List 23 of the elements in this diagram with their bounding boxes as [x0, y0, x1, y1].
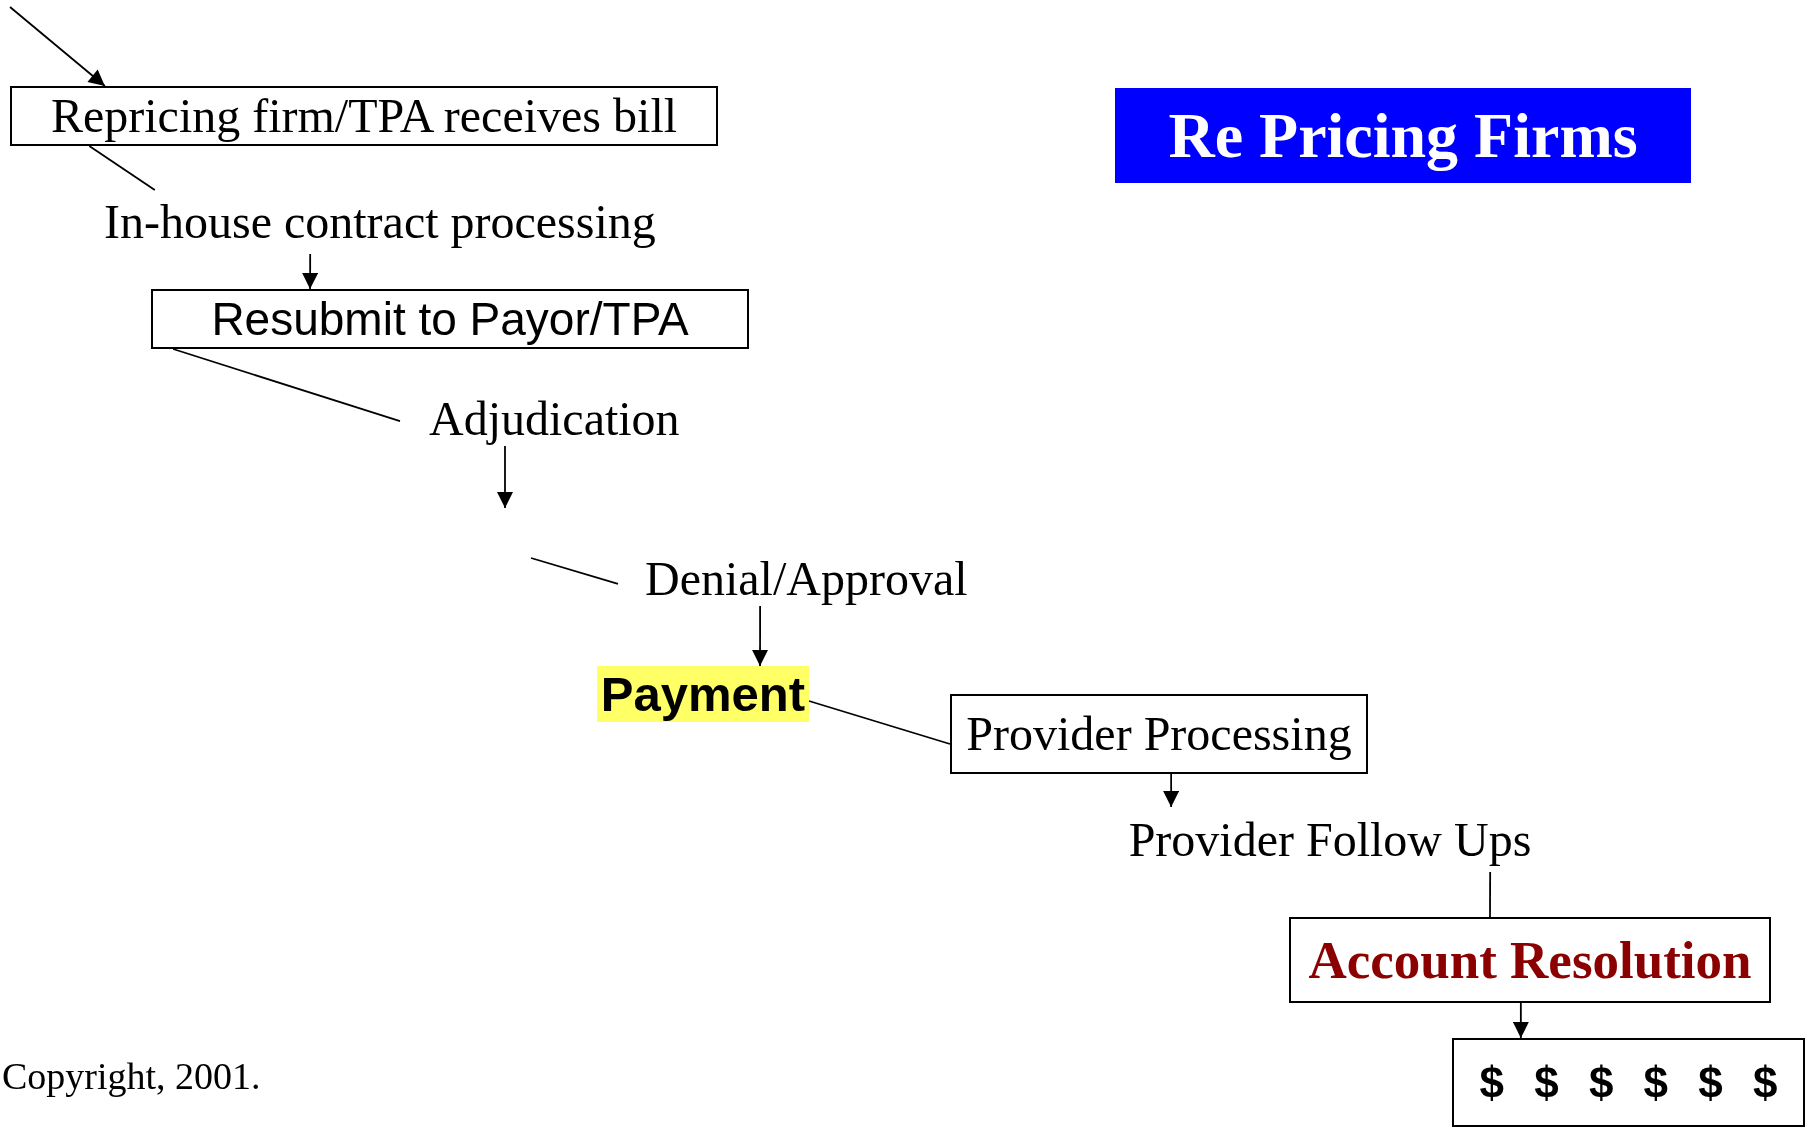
- copyright-note: Copyright, 2001.: [2, 1054, 261, 1099]
- arrow: [9, 6, 106, 87]
- process-box: Resubmit to Payor/TPA: [151, 289, 749, 349]
- process-box: Repricing firm/TPA receives bill: [10, 86, 718, 146]
- money-box: $ $ $ $ $ $: [1452, 1038, 1805, 1127]
- process-box: Provider Processing: [950, 694, 1368, 774]
- arrow: [497, 445, 513, 509]
- highlighted-step: Payment: [597, 666, 809, 722]
- process-box: Account Resolution: [1289, 917, 1771, 1003]
- connector-line: [530, 557, 619, 585]
- step-text: Adjudication: [400, 392, 700, 446]
- step-text: Provider Follow Ups: [1110, 807, 1550, 872]
- connector-line: [808, 700, 951, 745]
- step-text: In-house contract processing: [96, 190, 696, 254]
- arrow: [302, 253, 319, 290]
- arrow: [1512, 1002, 1529, 1039]
- arrow: [1163, 773, 1180, 808]
- connector-line: [172, 348, 401, 423]
- title-banner: Re Pricing Firms: [1115, 88, 1691, 183]
- arrow: [752, 605, 769, 667]
- connector-line: [88, 145, 156, 191]
- connector-line: [1489, 871, 1492, 918]
- step-text: Denial/Approval: [618, 552, 998, 606]
